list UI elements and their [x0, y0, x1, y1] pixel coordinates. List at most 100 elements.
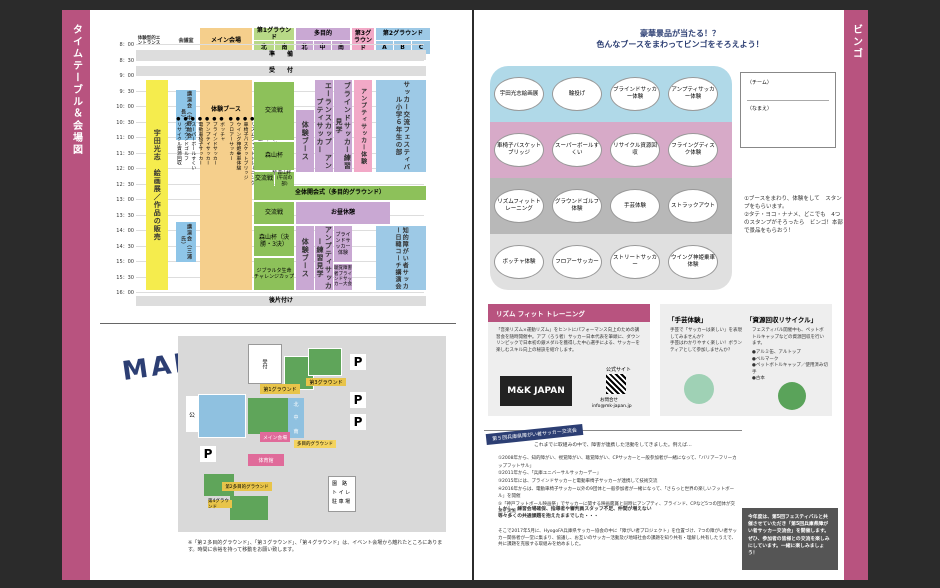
- map-ground1-label: 第1グラウンド: [260, 384, 300, 394]
- map-reception: 受付: [248, 344, 282, 384]
- opening-ceremony: 全体開会式（多目的グラウンド）: [254, 186, 426, 200]
- time-label: 13：00: [116, 197, 134, 203]
- recycle-items: ●アルミ缶、アルトップ ●ベルマーク ●ペットボトルキャップ／使用済み切手 ●古…: [752, 350, 828, 382]
- handcraft-hands-icon: [684, 374, 714, 404]
- exchange-section: 第５回兵庫県障がい者サッカー交流会 これまでに取組みの中で、障害が連携した活動を…: [484, 423, 742, 572]
- rhythm-site-label: 公式サイト: [606, 367, 632, 373]
- handcraft-title: 「手芸体験」: [668, 316, 707, 324]
- qr-code-icon[interactable]: [606, 374, 626, 394]
- hall-upper: 講演会（中野前会長）: [176, 90, 196, 140]
- taiken-items: ●ボッチャ●ブラインドサッカー●アンプティサッカー●電動車椅子サッカー●スーパー…: [176, 117, 276, 237]
- handcraft-body: 手芸で「サッカーは楽しい」を表現してみませんか？ 手芸はわかりやすく楽しい！ボラ…: [670, 328, 742, 353]
- rhythm-contact-label: お問合せ: [600, 398, 618, 403]
- taiken-item: ●電動車椅子サッカー: [197, 117, 203, 166]
- amputee-practice: アンプティサッカー練習見学: [315, 226, 333, 290]
- time-label: 16：00: [116, 290, 134, 296]
- jsfa-cup: ジブラルタ生命チャレンジカップ: [254, 258, 294, 290]
- taiken-item: ●ウイング神姫乗車体験: [235, 117, 241, 170]
- blind-practice: ブラインドサッカー練習見学: [334, 80, 352, 172]
- futsal-festival: サッカー交流フェスティバル小学６年生の部: [376, 80, 426, 172]
- time-label: 12：30: [116, 181, 134, 188]
- amputee-cup: エーランスカップ アンプティサッカー: [315, 80, 333, 172]
- taiken-item: ●リサイクル資源回収: [175, 117, 181, 166]
- taiken-item: ●リズムフィットトレーニング: [249, 117, 255, 185]
- exchange-quote: しかし、練習会場確保、指導者や審判員スタッフ不足、仲間が増えない 等々多くの共通…: [498, 507, 652, 519]
- taiken-item: ●アンプティサッカー: [204, 117, 210, 166]
- map-kokyo: 公: [186, 396, 198, 432]
- koryusen-3: 交流戦: [254, 202, 294, 224]
- header-main-hall: メイン会場: [200, 28, 252, 54]
- header-hall: 会議室: [178, 38, 194, 44]
- bingo-cell: 輪投げ: [552, 77, 602, 111]
- bingo-cell: ストリートサッカー: [610, 245, 660, 279]
- experience-multi: 体験ブース: [296, 110, 314, 172]
- map-ground1-field: [248, 398, 288, 434]
- map-ground3: [308, 348, 342, 376]
- parking-icon-3: P: [350, 414, 366, 430]
- moriyama-3: 森山杯（決勝・3決）: [254, 226, 294, 256]
- taiken-booth: 体験ブース ●ボッチャ●ブラインドサッカー●アンプティサッカー●電動車椅子サッカ…: [176, 80, 276, 290]
- map-note: ※「第２多目的グラウンド」、「第３グラウンド」、「第４グラウンド」は、イベント会…: [188, 540, 443, 554]
- header-ground3: 第3グラウンド: [352, 28, 374, 54]
- exchange-body: そこで2017年5月に、HyogoFA兵庫県サッカー協会の中に「障がい者プロジェ…: [498, 529, 737, 548]
- time-label: 9：00: [119, 73, 134, 79]
- time-label: 15：00: [116, 259, 134, 265]
- hall-lower: 講演会（三浦氏）: [176, 222, 196, 262]
- time-label: 11：00: [116, 135, 134, 141]
- map-legend: 園 路 ト イ レ 駐 車 場: [328, 476, 356, 512]
- bingo-cell: スーパーボールすくい: [552, 133, 602, 167]
- exchange-side-note: 今年度は、第5回フェスティバルと共催させていただき「第5回兵庫県障がい者サッカー…: [742, 508, 838, 570]
- recycle-earth-icon: [778, 382, 806, 410]
- header-entrance: 体験型的エントランス: [137, 35, 161, 46]
- handcraft-recycle-section: 「手芸体験」 手芸で「サッカーは楽しい」を表現してみませんか？ 手芸はわかりやす…: [660, 304, 832, 416]
- header-ground2: 第2グラウンド: [376, 28, 430, 40]
- row-junbi: 準 備: [136, 50, 426, 60]
- bingo-cell: リサイクル資源回収: [610, 133, 660, 167]
- left-sidebar: タイムテーブル＆会場図: [62, 10, 90, 580]
- mk-japan-logo: M&K JAPAN: [500, 376, 572, 406]
- time-label: 10：30: [116, 119, 134, 126]
- divider: [100, 323, 456, 324]
- bingo-cell: アンプティサッカー体験: [668, 77, 718, 111]
- taiken-item: ●車椅子バスケットブリッジ: [242, 117, 248, 180]
- blind-experience: ブラインドサッカー体験: [334, 226, 352, 262]
- taiken-item: ●フロアーサッカー: [228, 117, 234, 161]
- rhythm-contact: info@mk-japan.jp: [592, 404, 632, 409]
- bingo-cell: ブラインドサッカー体験: [610, 77, 660, 111]
- taiken-title: 体験ブース: [211, 106, 241, 113]
- bingo-cell: ボッチャ体験: [494, 245, 544, 279]
- map-ground4-label: 第4グラウンド: [208, 499, 232, 510]
- koryusen-2: 交流戦: [254, 172, 274, 186]
- bingo-heading: 豪華景品が当たる！？ 色んなブースをまわってビンゴをそろえよう！: [596, 29, 764, 49]
- grid-line: [136, 44, 424, 45]
- header-ground1: 第1グラウンド: [254, 27, 294, 41]
- time-label: 8：30: [119, 57, 134, 64]
- right-sidebar: ビンゴ: [844, 10, 868, 580]
- parking-icon-1: P: [350, 354, 366, 370]
- taiken-items-left: ●ボッチャ●ブラインドサッカー●アンプティサッカー●電動車椅子サッカー●スーパー…: [175, 117, 225, 237]
- header-multi: 多目的: [296, 28, 350, 40]
- lunch-break: お昼休憩: [296, 202, 390, 224]
- bingo-cell: ストラックアウト: [668, 189, 718, 223]
- bingo-instructions: ①ブースをまわり、体験をして スタンプをもらいます。 ②タテ・ヨコ・ナナメ、どこ…: [744, 196, 843, 234]
- map-ground2-label: 第2多目的グラウンド: [222, 482, 272, 491]
- time-label: 13：30: [116, 212, 134, 219]
- blind-tournament: 聴覚障害者ブラインドサッカー大会: [334, 264, 352, 290]
- bingo-cell: フロアーサッカー: [552, 245, 602, 279]
- uda-exhibition: 宇田光志 絵画展／作品の販売: [146, 80, 168, 290]
- bingo-name-box: （チーム） （なまえ）: [740, 72, 836, 148]
- bingo-cell: 宇田光志絵画展: [494, 77, 544, 111]
- time-label: 11：30: [116, 150, 134, 157]
- time-label: 10：00: [116, 104, 134, 110]
- time-label: 14：30: [116, 243, 134, 250]
- taiken-item: ●ブラインドサッカー: [211, 117, 217, 166]
- map-hall-label: 体育館: [248, 454, 284, 466]
- row-katazuke: 後片付け: [136, 296, 426, 306]
- recycle-title: 「資源回収リサイクル」: [746, 316, 818, 324]
- time-label: 9：30: [119, 88, 134, 95]
- taiken-item: ●ボッチャ: [219, 117, 224, 142]
- recycle-body: フェスティバル開催中も、ペットボトルキャップなどの資源回収を行います。: [752, 328, 824, 347]
- bingo-cell: 車椅子バスケットブリッジ: [494, 133, 544, 167]
- time-label: 8：00: [119, 42, 134, 48]
- row-uketsuke: 受 付: [136, 66, 426, 76]
